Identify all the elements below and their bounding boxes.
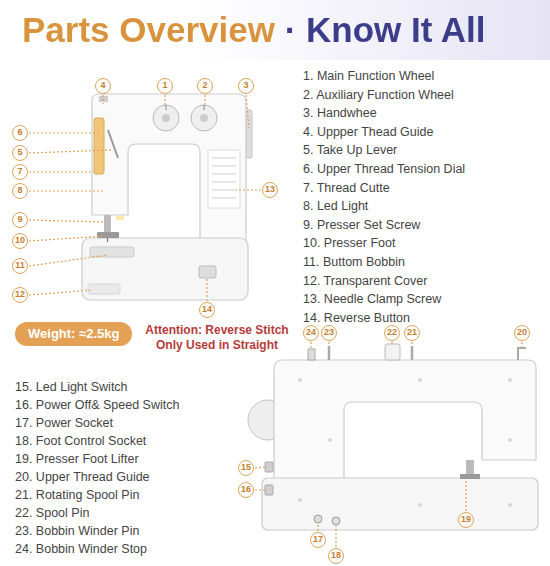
callout-number: 5 [12, 145, 28, 161]
attention-note: Attention: Reverse Stitch Only Used in S… [137, 323, 297, 353]
weight-text: Weight: ≈2.5kg [28, 326, 119, 341]
part-list-item: 19. Presser Foot Lifter [15, 452, 139, 467]
part-list-item: 22. Spool Pin [15, 506, 89, 521]
front-view-machine [82, 94, 252, 300]
part-list-item: 13. Needle Clamp Screw [303, 292, 441, 307]
part-list-item: 23. Bobbin Winder Pin [15, 524, 139, 539]
callout-number: 18 [328, 548, 344, 564]
part-list-item: 9. Presser Set Screw [303, 218, 420, 233]
part-list-item: 8. Led Light [303, 199, 368, 214]
part-list-item: 21. Rotating Spool Pin [15, 488, 139, 503]
callout-number: 12 [12, 287, 28, 303]
part-list-item: 4. Uppper Thead Guide [303, 125, 433, 140]
back-view-machine [248, 344, 538, 530]
callout-number: 7 [12, 164, 28, 180]
callout-number: 6 [12, 125, 28, 141]
title: Parts Overview · Know It All [22, 9, 486, 51]
callout-number: 21 [404, 325, 420, 341]
part-list-item: 7. Thread Cutte [303, 181, 390, 196]
part-list-item: 18. Foot Control Socket [15, 434, 146, 449]
part-list-item: 16. Power Off& Speed Switch [15, 398, 179, 413]
callout-number: 2 [197, 78, 213, 94]
callout-number: 23 [321, 325, 337, 341]
part-list-item: 12. Transparent Cover [303, 274, 427, 289]
part-list-item: 20. Upper Thread Guide [15, 470, 150, 485]
part-list-item: 6. Upper Thread Tension Dial [303, 162, 465, 177]
callout-number: 24 [303, 325, 319, 341]
callout-number: 13 [262, 182, 278, 198]
part-list-item: 17. Power Socket [15, 416, 113, 431]
callout-number: 16 [238, 482, 254, 498]
callout-number: 19 [458, 512, 474, 528]
callout-number: 14 [199, 302, 215, 318]
part-list-item: 11. Buttom Bobbin [303, 255, 405, 270]
callout-number: 3 [238, 78, 254, 94]
part-list-item: 5. Take Up Lever [303, 143, 397, 158]
callout-number: 20 [514, 325, 530, 341]
callout-number: 9 [12, 212, 28, 228]
part-list-item: 10. Presser Foot [303, 236, 395, 251]
callout-number: 15 [238, 460, 254, 476]
callout-number: 22 [384, 325, 400, 341]
part-list-item: 1. Main Function Wheel [303, 69, 434, 84]
callout-number: 17 [310, 532, 326, 548]
callout-number: 4 [95, 78, 111, 94]
part-list-item: 24. Bobbin Winder Stop [15, 542, 147, 557]
part-list-item: 3. Handwhee [303, 106, 377, 121]
part-list-item: 14. Reverse Button [303, 311, 410, 326]
part-list-item: 2. Auxiliary Function Wheel [303, 88, 454, 103]
callout-number: 1 [157, 78, 173, 94]
part-list-item: 15. Led Light Switch [15, 380, 128, 395]
callout-number: 8 [12, 183, 28, 199]
callout-number: 10 [12, 233, 28, 249]
weight-badge: Weight: ≈2.5kg [15, 322, 132, 346]
callout-number: 11 [12, 258, 28, 274]
